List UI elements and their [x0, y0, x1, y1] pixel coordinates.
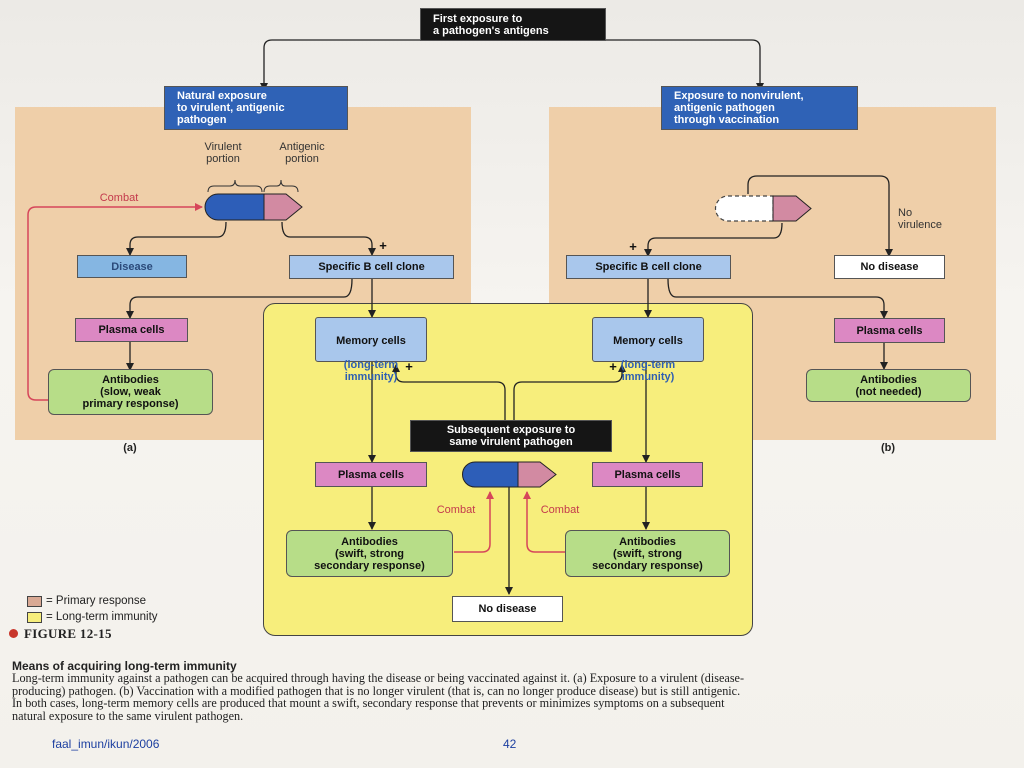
plus-sign-center-right: + — [609, 359, 617, 374]
plasma-cells-a: Plasma cells — [75, 318, 188, 342]
combat-label-center-left: Combat — [436, 504, 476, 516]
antibodies-not-needed: Antibodies (not needed) — [806, 369, 971, 402]
legend-longterm-swatch — [27, 612, 42, 623]
vaccination-exposure-header: Exposure to nonvirulent, antigenic patho… — [661, 86, 858, 130]
first-exposure-header: First exposure to a pathogen's antigens — [420, 8, 606, 41]
virulent-portion-label: Virulent portion — [204, 141, 242, 165]
plus-sign-center-left: + — [405, 359, 413, 374]
memory-cells-left-subtitle: (long-term immunity) — [343, 359, 399, 383]
disease-box: Disease — [77, 255, 187, 278]
combat-label-a: Combat — [99, 192, 139, 204]
memory-cells-right: Memory cells (long-term immunity) — [592, 317, 704, 383]
no-virulence-label: No virulence — [898, 207, 943, 231]
subsequent-pathogen-shape — [462, 461, 557, 488]
antibodies-primary: Antibodies (slow, weak primary response) — [48, 369, 213, 415]
b-cell-clone-b: Specific B cell clone — [566, 255, 731, 279]
no-disease-b: No disease — [834, 255, 945, 279]
memory-cells-left: Memory cells (long-term immunity) — [315, 317, 427, 383]
panel-b-label: (b) — [880, 442, 896, 454]
figure-title: Means of acquiring long-term immunity — [12, 659, 237, 673]
combat-label-center-right: Combat — [540, 504, 580, 516]
figure-caption-body: Long-term immunity against a pathogen ca… — [12, 671, 745, 723]
subsequent-exposure-box: Subsequent exposure to same virulent pat… — [410, 420, 612, 452]
nonvirulent-pathogen-shape — [714, 195, 812, 222]
virulent-pathogen-shape — [204, 193, 303, 221]
panel-a-label: (a) — [123, 442, 137, 454]
no-disease-center: No disease — [452, 596, 563, 622]
figure-number: FIGURE 12-15 — [24, 626, 112, 641]
memory-cells-right-title: Memory cells — [613, 335, 683, 347]
caption-bullet-icon — [9, 629, 18, 638]
plasma-cells-b: Plasma cells — [834, 318, 945, 343]
plus-sign-b: + — [629, 239, 637, 254]
antigenic-portion-label: Antigenic portion — [279, 141, 325, 165]
b-cell-clone-a: Specific B cell clone — [289, 255, 454, 279]
footer-source: faal_imun/ikun/2006 — [52, 737, 160, 751]
memory-cells-right-subtitle: (long-term immunity) — [620, 359, 676, 383]
memory-cells-left-title: Memory cells — [336, 335, 406, 347]
antibodies-secondary-right: Antibodies (swift, strong secondary resp… — [565, 530, 730, 577]
legend-primary-swatch — [27, 596, 42, 607]
plus-sign-a: + — [379, 238, 387, 253]
legend-longterm-label: = Long-term immunity — [46, 611, 158, 623]
legend-primary-label: = Primary response — [46, 595, 147, 607]
plasma-cells-center-left: Plasma cells — [315, 462, 427, 487]
page-number: 42 — [503, 737, 517, 751]
natural-exposure-header: Natural exposure to virulent, antigenic … — [164, 86, 348, 130]
plasma-cells-center-right: Plasma cells — [592, 462, 703, 487]
antibodies-secondary-left: Antibodies (swift, strong secondary resp… — [286, 530, 453, 577]
